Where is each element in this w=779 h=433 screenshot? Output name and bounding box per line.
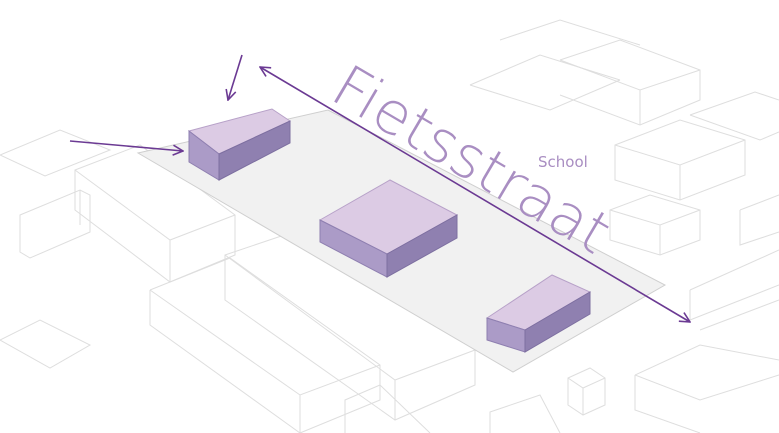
entry-arrow-west — [69, 140, 183, 151]
entry-arrow-north — [228, 54, 243, 100]
street-double-arrow — [260, 67, 690, 322]
building-label: School — [538, 153, 588, 171]
